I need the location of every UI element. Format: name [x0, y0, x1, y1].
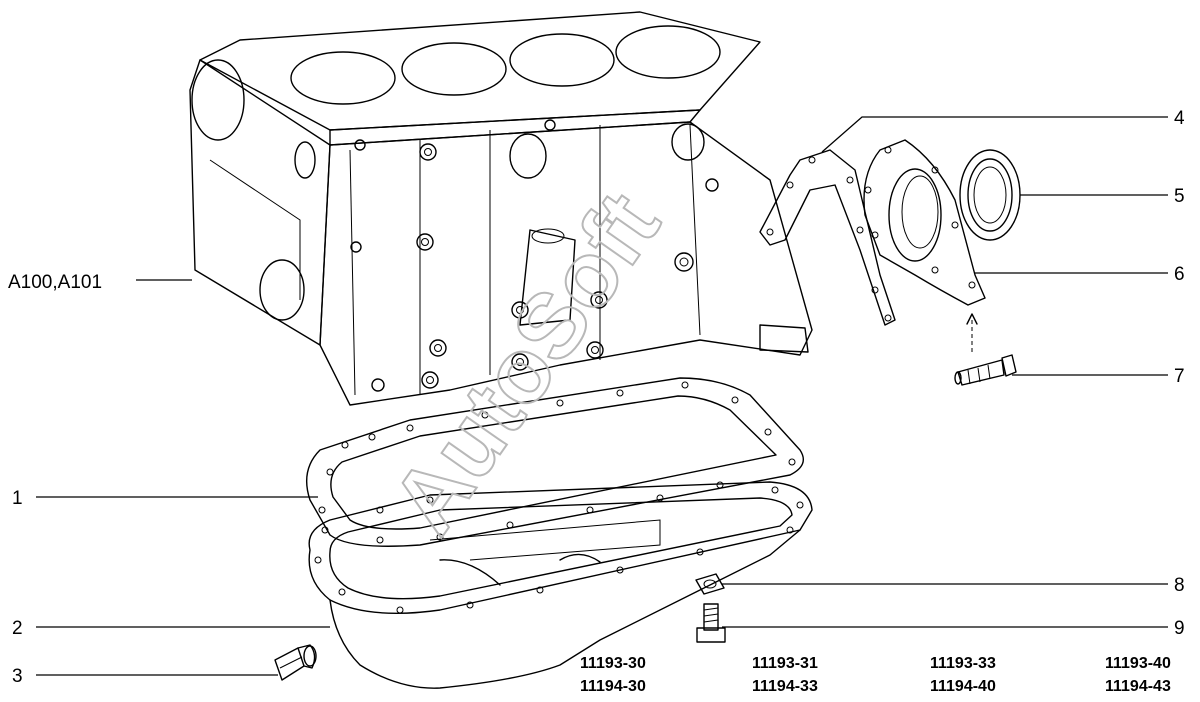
- model-code: 11194-33: [752, 678, 818, 695]
- cover-bolt: [954, 313, 1017, 386]
- callout-9: 9: [1174, 618, 1185, 639]
- model-code: 11193-33: [930, 655, 996, 672]
- callout-2: 2: [12, 618, 23, 639]
- model-code: 11193-40: [1105, 655, 1171, 672]
- sealing-washer: [695, 573, 725, 595]
- drain-plug: [274, 644, 317, 681]
- model-code: 11194-40: [930, 678, 996, 695]
- oil-pan-gasket: [306, 377, 804, 547]
- callout-5: 5: [1174, 186, 1185, 207]
- oil-seal: [959, 149, 1021, 241]
- rear-main-seal-cover: [863, 139, 986, 306]
- drain-bolt: [696, 603, 726, 643]
- callout-3: 3: [12, 666, 23, 687]
- callout-block: A100,A101: [8, 272, 102, 293]
- rear-cover-gasket: [759, 149, 896, 326]
- model-code: 11194-43: [1105, 678, 1171, 695]
- model-code: 11194-30: [580, 678, 646, 695]
- model-code: 11193-31: [752, 655, 818, 672]
- callout-8: 8: [1174, 575, 1185, 596]
- leader-lines: [36, 116, 1168, 676]
- callout-4: 4: [1174, 108, 1185, 129]
- callout-1: 1: [12, 488, 23, 509]
- engine-block: [189, 11, 813, 406]
- callout-7: 7: [1174, 366, 1185, 387]
- oil-pan: [308, 481, 813, 689]
- model-code: 11193-30: [580, 655, 646, 672]
- watermark-text: AutoSoft: [373, 175, 679, 552]
- model-codes: 11193-30 11194-30 11193-31 11194-33 1119…: [580, 655, 1171, 695]
- callout-6: 6: [1174, 264, 1185, 285]
